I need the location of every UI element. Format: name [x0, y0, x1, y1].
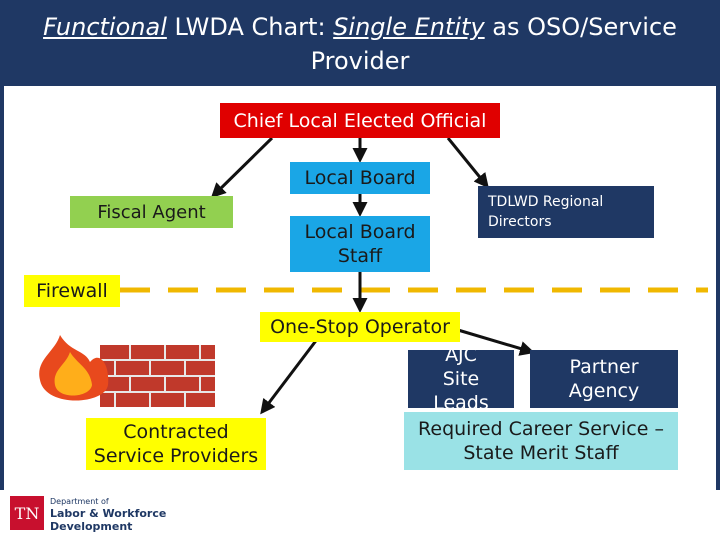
- arrow-oso-to-ajc: [457, 328, 535, 356]
- fiscal-agent: Fiscal Agent: [70, 196, 233, 228]
- partner-agency: Partner Agency: [530, 350, 678, 408]
- tn-logo: TN: [10, 496, 44, 530]
- local-board-staff: Local Board Staff: [290, 216, 430, 272]
- brick-wall-icon: [100, 345, 215, 407]
- chief-local-elected-official: Chief Local Elected Official: [220, 103, 500, 138]
- local-board: Local Board: [290, 162, 430, 194]
- department-logo-text: Department of Labor & Workforce Developm…: [50, 497, 167, 533]
- left-border: [0, 86, 4, 540]
- ajc-site-leads: AJC Site Leads: [408, 344, 514, 414]
- footer: [0, 490, 720, 540]
- required-career-service: Required Career Service – State Merit St…: [404, 412, 678, 470]
- arrow-chief-to-regional: [446, 137, 489, 189]
- fire-icon: [39, 335, 109, 401]
- right-border: [716, 86, 720, 540]
- contracted-service-providers: Contracted Service Providers: [86, 418, 266, 470]
- page-title: Functional LWDA Chart: Single Entity as …: [43, 13, 677, 75]
- arrow-chief-to-fiscal: [210, 136, 274, 199]
- arrow-oso-to-contracted: [260, 337, 320, 415]
- tdlwd-regional-directors: TDLWD Regional Directors: [478, 186, 654, 238]
- title-bar: [0, 0, 720, 86]
- one-stop-operator: One-Stop Operator: [260, 312, 460, 342]
- firewall-label: Firewall: [24, 275, 120, 307]
